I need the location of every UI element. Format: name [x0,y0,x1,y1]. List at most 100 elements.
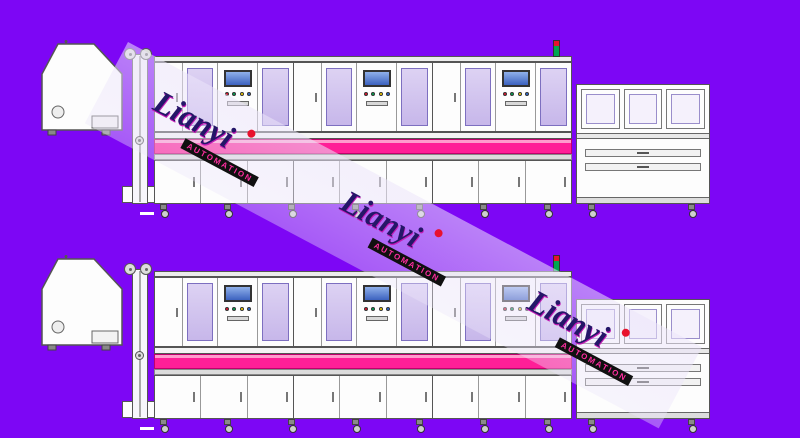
door-handle [453,308,456,317]
station-window [623,304,663,344]
production-line-top [36,40,712,218]
cabinet-door [433,63,461,131]
door-handle [471,392,474,402]
yellow-button-icon [378,92,383,96]
signal-beacon-icon [553,255,560,272]
red-button-icon [363,307,368,311]
door-handle [314,93,317,102]
window-glass [540,283,567,341]
red-button-icon [502,307,507,311]
cabinet-door [433,161,480,203]
green-button-icon [371,92,376,96]
lower-bay [433,376,571,418]
red-button-icon [363,92,368,96]
door-handle [285,177,288,187]
door-handle [314,308,317,317]
window-glass [671,309,701,339]
station-drawer [585,364,701,372]
red-button-icon [224,307,229,311]
caster-icon [224,204,233,218]
caster-icon [352,419,361,433]
production-line-bottom [36,255,712,433]
window-glass [540,68,567,126]
caster-icon [688,419,697,433]
end-station [576,299,710,419]
cabinet-door [433,376,480,418]
drawer-handle [637,381,649,383]
window-glass [628,309,658,339]
door-handle [424,392,427,402]
pulley-icon [135,351,144,360]
hmi-screen [362,285,391,302]
window-panel [460,278,497,346]
door-handle [471,177,474,187]
station-window [581,304,620,344]
yellow-button-icon [517,92,522,96]
green-button-icon [510,92,515,96]
work-table [154,347,572,354]
elevator-belt [139,271,141,417]
window-glass [325,68,353,126]
window-glass [671,94,701,124]
station-ledge [577,348,709,354]
drawer-handle [637,166,649,168]
window-panel [397,278,432,346]
window-panel [182,63,219,131]
door-handle [332,392,335,402]
cabinet-door [479,161,526,203]
window-glass [586,309,615,339]
window-panel [397,63,432,131]
blue-button-icon [524,307,529,311]
window-panel [321,278,358,346]
caster-icon [544,419,553,433]
button-row [363,307,390,311]
cabinet-door [526,376,571,418]
lower-bay [155,161,294,203]
door-handle [563,177,566,187]
pulley-icon [135,136,144,145]
station-window [666,304,706,344]
cabinet-door [201,376,248,418]
cabinet-door [387,376,432,418]
drawer-handle [637,367,649,369]
pulley-icon [140,48,152,60]
window-glass [586,94,615,124]
window-panel [258,278,293,346]
cabinet-door [294,161,341,203]
blue-button-icon [524,92,529,96]
window-glass [262,68,289,126]
yellow-button-icon [378,307,383,311]
blue-button-icon [246,307,251,311]
control-panel [357,63,398,131]
watermark-dot-icon [433,227,445,239]
blue-button-icon [246,92,251,96]
keyboard-tray [226,101,249,106]
cabinet-door [433,278,461,346]
button-row [224,307,251,311]
caster-icon [544,204,553,218]
cabinet-door [155,278,183,346]
work-table [154,132,572,139]
door-handle [517,392,520,402]
conveyor-belt [154,139,572,154]
control-panel [357,278,398,346]
keyboard-tray [365,316,388,321]
process-bay [294,278,433,346]
window-panel [536,278,571,346]
cabinet-door [294,376,341,418]
end-station [576,84,710,204]
window-panel [182,278,219,346]
green-button-icon [510,307,515,311]
conveyor-belt [154,354,572,369]
lower-cabinet-row [154,375,572,419]
pulley-icon [140,263,152,275]
control-panel [496,63,537,131]
keyboard-tray [226,316,249,321]
cabinet-door [340,161,387,203]
caster-icon [480,419,489,433]
cabinet-door [479,376,526,418]
lower-bay [294,376,433,418]
door-handle [424,177,427,187]
yellow-button-icon [517,307,522,311]
green-button-icon [232,307,237,311]
